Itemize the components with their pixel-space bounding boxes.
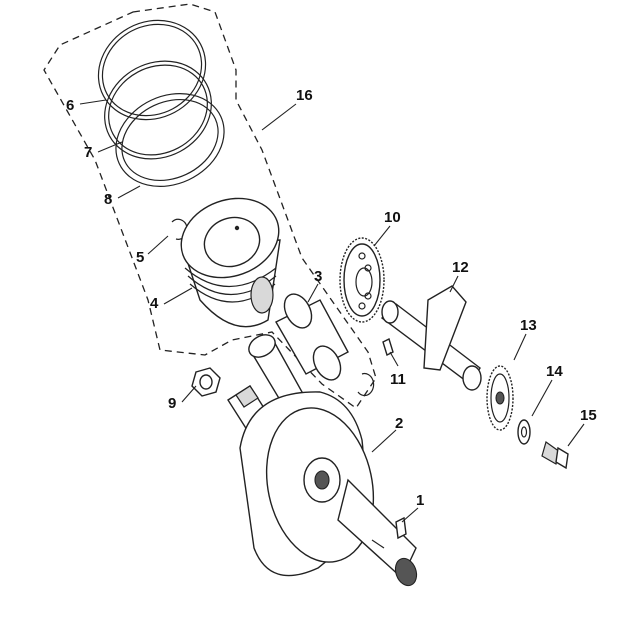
callout-4: 4 xyxy=(150,295,159,312)
leader-line-15 xyxy=(567,423,585,447)
piston xyxy=(180,197,281,328)
leader-line-14 xyxy=(531,379,553,417)
leader-line-1 xyxy=(401,507,419,523)
leader-line-7 xyxy=(97,141,123,153)
bolt xyxy=(541,441,569,470)
leader-line-11 xyxy=(389,351,399,367)
callout-12: 12 xyxy=(452,259,469,276)
leader-line-5 xyxy=(147,235,169,255)
crankshaft-nut xyxy=(191,367,221,397)
leader-line-6 xyxy=(79,99,107,105)
balancer-gear xyxy=(486,365,514,431)
dowel-pin xyxy=(382,338,394,356)
piston-ring-second xyxy=(104,60,212,160)
callout-6: 6 xyxy=(66,97,74,114)
leader-line-4 xyxy=(163,287,193,305)
timing-gear xyxy=(339,237,385,323)
piston-ring-top xyxy=(97,19,207,121)
callout-13: 13 xyxy=(520,317,537,334)
leader-line-12 xyxy=(449,275,459,293)
callout-3: 3 xyxy=(314,268,322,285)
balancer-shaft xyxy=(380,285,482,391)
callout-16: 16 xyxy=(296,87,313,104)
callout-14: 14 xyxy=(546,363,563,380)
leader-line-3 xyxy=(307,283,319,303)
callout-5: 5 xyxy=(136,249,144,266)
callout-1: 1 xyxy=(416,492,424,509)
callout-11: 11 xyxy=(390,371,406,388)
crankshaft-assembly xyxy=(227,334,418,587)
washer xyxy=(517,419,531,445)
callout-7: 7 xyxy=(84,144,92,161)
piston-kit-boundary xyxy=(43,3,377,409)
leader-line-9 xyxy=(181,385,197,403)
woodruff-key xyxy=(395,516,407,540)
callout-15: 15 xyxy=(580,407,597,424)
callout-9: 9 xyxy=(168,395,176,412)
leader-line-13 xyxy=(513,333,527,361)
callout-2: 2 xyxy=(395,415,403,432)
piston-pin xyxy=(275,293,349,381)
callout-8: 8 xyxy=(104,191,112,208)
oil-control-ring xyxy=(115,93,225,187)
callout-10: 10 xyxy=(384,209,401,226)
leader-line-2 xyxy=(371,429,397,453)
leader-line-8 xyxy=(117,185,141,199)
leader-line-16 xyxy=(261,103,297,131)
piston-pin-circlip-lower xyxy=(357,372,375,397)
leader-line-10 xyxy=(373,225,391,247)
